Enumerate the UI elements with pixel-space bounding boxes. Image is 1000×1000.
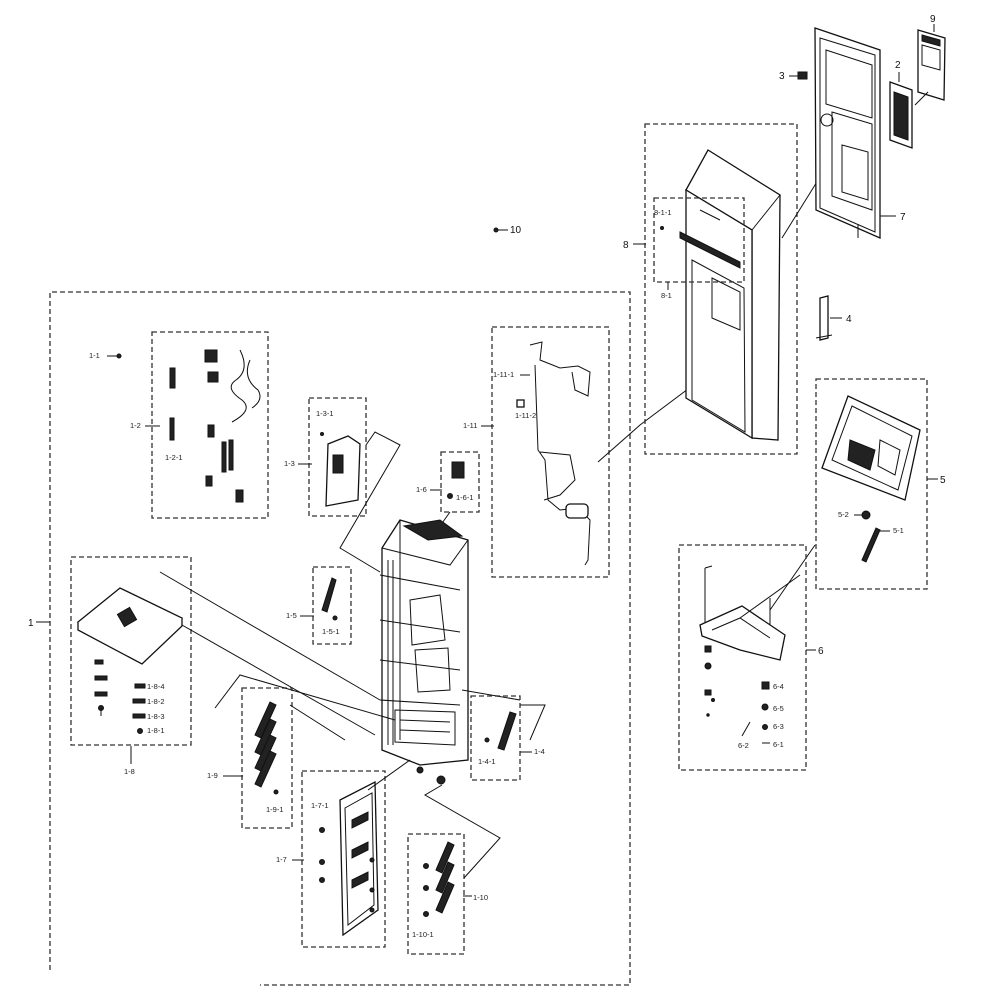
label-1-6-1: 1-6-1 xyxy=(456,493,474,502)
label-1-8-3: 1-8-3 xyxy=(147,712,165,721)
label-1-1: 1-1 xyxy=(89,351,100,360)
part-1-3-box: 1-3 1-3-1 xyxy=(284,397,401,573)
part-5-box: 5 5-2 5-1 xyxy=(769,378,946,611)
part-1-9-box: 1-9 1-9-1 xyxy=(207,674,396,829)
label-1-3: 1-3 xyxy=(284,459,295,468)
label-6-1: 6-1 xyxy=(773,740,784,749)
label-1-8-2: 1-8-2 xyxy=(147,697,165,706)
cabinet-body xyxy=(379,519,469,785)
part-1-7-box: 1-7 1-7-1 xyxy=(276,759,411,948)
label-1-8-4: 1-8-4 xyxy=(147,682,165,691)
label-5: 5 xyxy=(940,475,946,486)
label-1-2: 1-2 xyxy=(130,421,141,430)
part-3-screw: 3 xyxy=(779,71,808,82)
part-1-4-box: 1-4 1-4-1 xyxy=(461,689,546,781)
label-6: 6 xyxy=(818,646,824,657)
label-1-4-1: 1-4-1 xyxy=(478,757,496,766)
label-1-3-1: 1-3-1 xyxy=(316,409,334,418)
label-8-1: 8-1 xyxy=(661,291,672,300)
label-1-9-1: 1-9-1 xyxy=(266,805,284,814)
label-1-8-1: 1-8-1 xyxy=(147,726,165,735)
label-8: 8 xyxy=(623,240,629,251)
label-9: 9 xyxy=(930,14,936,25)
part-1-8-box: 1-8 1-8-4 1-8-2 1-8-3 1-8-1 xyxy=(70,556,381,776)
label-10: 10 xyxy=(510,225,522,236)
part-7-panel: 7 xyxy=(814,27,906,239)
label-6-3: 6-3 xyxy=(773,722,784,731)
part-1-10-box: 1-10 1-10-1 xyxy=(407,784,501,955)
label-1-7: 1-7 xyxy=(276,855,287,864)
label-1-7-1: 1-7-1 xyxy=(311,801,329,810)
part-8-box: 8 8-1-1 8-1 xyxy=(623,123,839,455)
part-10-pin: 10 xyxy=(493,225,522,236)
label-1-5-1: 1-5-1 xyxy=(322,627,340,636)
label-5-2: 5-2 xyxy=(838,510,849,519)
label-1-10-1: 1-10-1 xyxy=(412,930,434,939)
label-4: 4 xyxy=(846,314,852,325)
label-1-4: 1-4 xyxy=(534,747,545,756)
part-2-board: 2 xyxy=(889,60,913,149)
label-1-11-1: 1-11-1 xyxy=(493,370,514,379)
part-1-5-box: 1-5 1-5-1 xyxy=(286,566,352,645)
label-3: 3 xyxy=(779,71,785,82)
label-1-6: 1-6 xyxy=(416,485,427,494)
label-8-1-1: 8-1-1 xyxy=(654,208,672,217)
part-9-cover: 9 xyxy=(914,14,946,106)
label-6-4: 6-4 xyxy=(773,682,784,691)
label-2: 2 xyxy=(895,60,901,71)
label-1-8: 1-8 xyxy=(124,767,135,776)
label-1-11: 1-11 xyxy=(463,421,477,430)
label-1-2-1: 1-2-1 xyxy=(165,453,183,462)
label-7: 7 xyxy=(900,212,906,223)
label-1: 1 xyxy=(28,618,34,629)
label-1-5: 1-5 xyxy=(286,611,297,620)
label-5-1: 5-1 xyxy=(893,526,904,535)
label-1-9: 1-9 xyxy=(207,771,218,780)
part-1-11-box: 1-11 1-11-1 1-11-2 xyxy=(463,326,721,578)
label-6-2: 6-2 xyxy=(738,741,749,750)
group-1-frame: 1 xyxy=(28,291,631,986)
label-6-5: 6-5 xyxy=(773,704,784,713)
part-6-box: 6 6-4 6-5 6-3 6-2 6-1 xyxy=(678,544,824,771)
part-1-1: 1-1 xyxy=(89,351,122,360)
part-1-2-box: 1-2 1-2-1 xyxy=(130,331,269,519)
label-1-11-2: 1-11-2 xyxy=(515,411,536,420)
part-4-hinge: 4 xyxy=(815,295,852,341)
label-1-10: 1-10 xyxy=(473,893,488,902)
